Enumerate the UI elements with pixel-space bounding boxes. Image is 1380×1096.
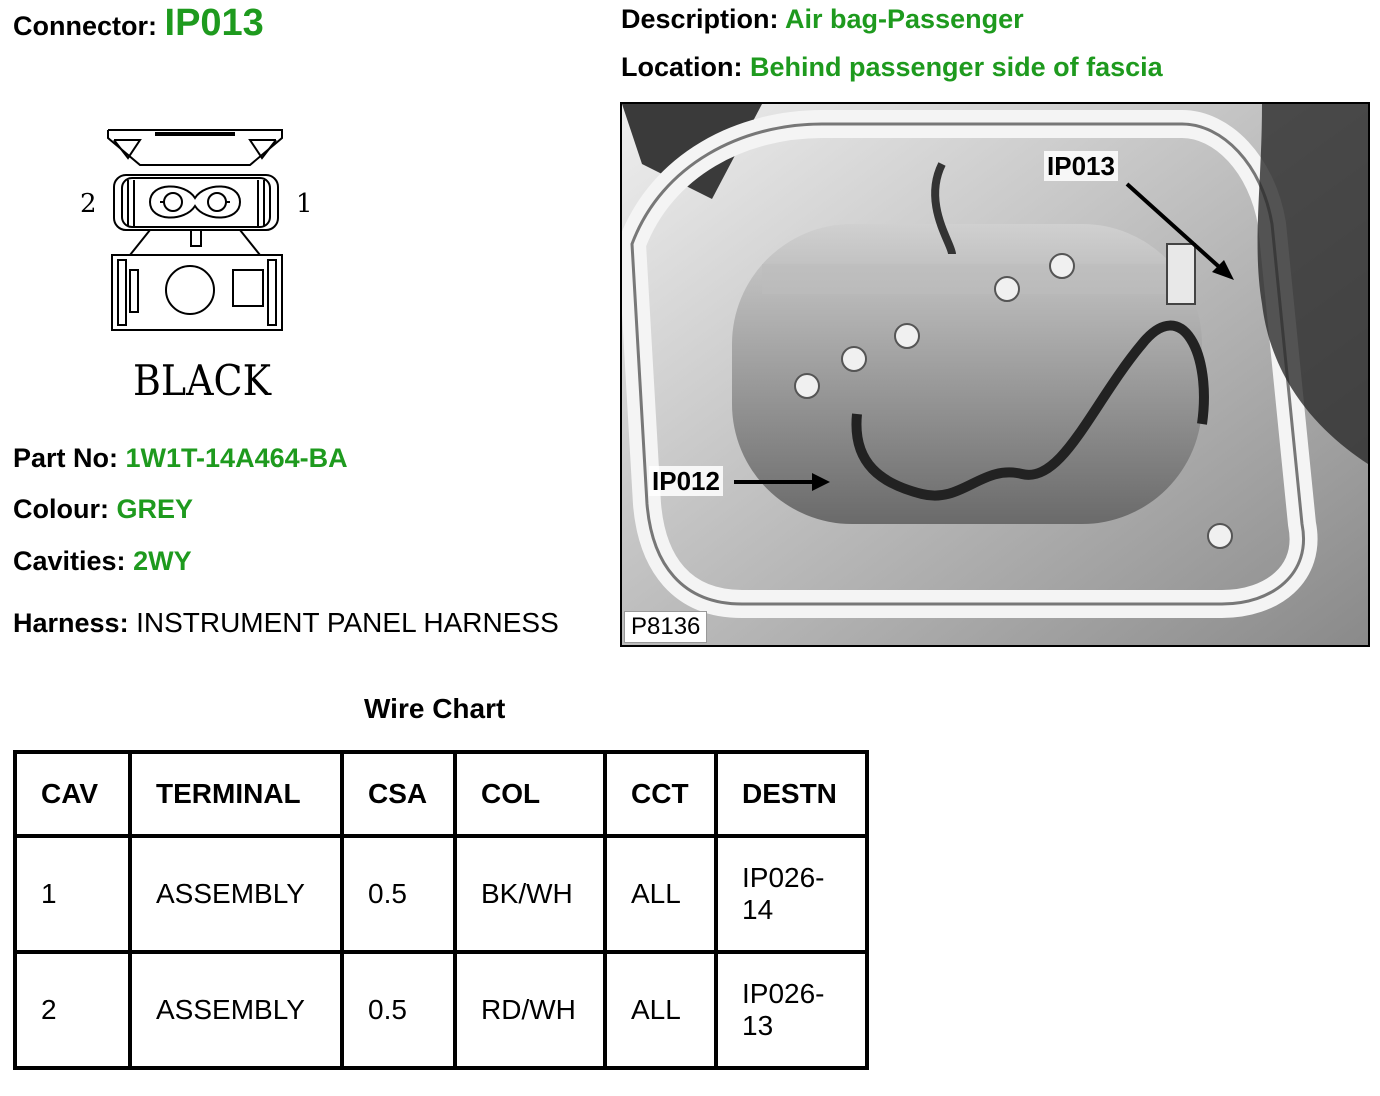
connector-label: Connector: [13, 11, 157, 41]
cell-cct: ALL [603, 834, 718, 954]
cell-csa: 0.5 [340, 834, 457, 954]
harness-field: Harness: INSTRUMENT PANEL HARNESS [13, 607, 559, 639]
location-field: Location: Behind passenger side of fasci… [621, 52, 1163, 83]
connector-colour-text: BLACK [133, 356, 272, 405]
cell-cav: 2 [13, 950, 132, 1070]
photo-callout-ip013: IP013 [1044, 151, 1118, 181]
description-label: Description: [621, 4, 779, 34]
cell-csa: 0.5 [340, 950, 457, 1070]
cavities-field: Cavities: 2WY [13, 546, 192, 577]
photo-callout-ip012: IP012 [649, 466, 723, 496]
header-csa: CSA [340, 750, 457, 838]
connector-face-diagram: 2 1 BLACK [70, 120, 320, 410]
table-row: 2 ASSEMBLY 0.5 RD/WH ALL IP026-13 [13, 950, 869, 1070]
wire-chart-table: CAV TERMINAL CSA COL CCT DESTN 1 ASSEMBL… [13, 750, 869, 1070]
cell-cav: 1 [13, 834, 132, 954]
cavities-label: Cavities: [13, 546, 126, 576]
header-cav: CAV [13, 750, 132, 838]
wire-chart-title: Wire Chart [364, 693, 506, 724]
table-header-row: CAV TERMINAL CSA COL CCT DESTN [13, 750, 869, 838]
description-value: Air bag-Passenger [785, 4, 1024, 34]
connector-field: Connector: IP013 [13, 2, 264, 45]
cavities-value: 2WY [133, 546, 192, 576]
photo-reference-code: P8136 [624, 611, 708, 643]
cell-destn: IP026-13 [714, 950, 869, 1070]
colour-value: GREY [116, 494, 194, 524]
part-no-value: 1W1T-14A464-BA [125, 443, 348, 473]
cell-col: BK/WH [453, 834, 607, 954]
description-field: Description: Air bag-Passenger [621, 4, 1024, 35]
part-no-field: Part No: 1W1T-14A464-BA [13, 443, 348, 474]
table-row: 1 ASSEMBLY 0.5 BK/WH ALL IP026-14 [13, 834, 869, 954]
location-label: Location: [621, 52, 743, 82]
cell-terminal: ASSEMBLY [128, 834, 344, 954]
harness-label: Harness: [13, 608, 129, 638]
header-destn: DESTN [714, 750, 869, 838]
colour-field: Colour: GREY [13, 494, 193, 525]
header-terminal: TERMINAL [128, 750, 344, 838]
connector-value: IP013 [164, 2, 264, 44]
location-photo: IP013 IP012 P8136 [620, 102, 1370, 647]
pin-2-label: 2 [80, 189, 97, 219]
part-no-label: Part No: [13, 443, 119, 473]
header-col: COL [453, 750, 607, 838]
cell-terminal: ASSEMBLY [128, 950, 344, 1070]
pin-1-label: 1 [296, 189, 313, 219]
header-cct: CCT [603, 750, 718, 838]
cell-cct: ALL [603, 950, 718, 1070]
location-value: Behind passenger side of fascia [750, 52, 1163, 82]
cell-col: RD/WH [453, 950, 607, 1070]
cell-destn: IP026-14 [714, 834, 869, 954]
harness-value: INSTRUMENT PANEL HARNESS [136, 607, 559, 638]
colour-label: Colour: [13, 494, 109, 524]
